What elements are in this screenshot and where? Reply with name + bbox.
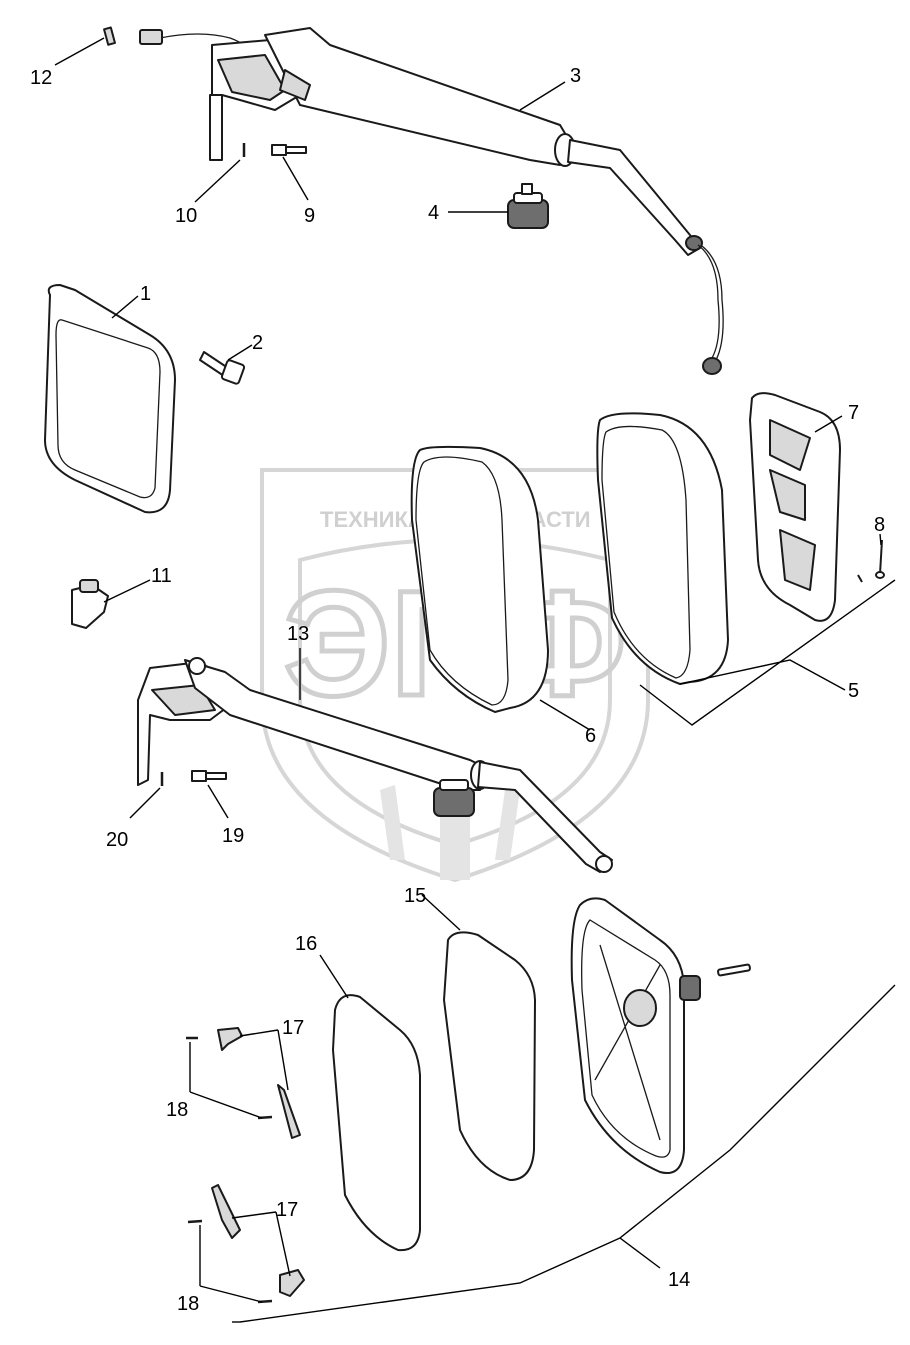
leader-lines: [54, 37, 896, 1323]
callout-8: 8: [874, 514, 885, 536]
part-17-clip-bottom-b: [279, 1269, 305, 1297]
part-13-lower-arm: [137, 657, 613, 873]
part-5-housing: [596, 412, 729, 685]
part-6-mirror-assembly: [410, 445, 549, 713]
callout-18-bottom: 18: [177, 1293, 199, 1315]
callout-19: 19: [222, 825, 244, 847]
part-9-bolt: [271, 144, 307, 156]
callout-15: 15: [404, 885, 426, 907]
callout-18-top: 18: [166, 1099, 188, 1121]
callout-17-bottom: 17: [276, 1199, 298, 1221]
part-1-frame: [44, 284, 176, 514]
callout-7: 7: [848, 402, 859, 424]
part-17-clip-top-a: [217, 1027, 243, 1051]
callout-2: 2: [252, 332, 263, 354]
part-16-glass: [332, 994, 421, 1252]
watermark-text-left: ТЕХНИКА: [320, 507, 424, 532]
part-2-bolt: [199, 351, 246, 385]
callout-5: 5: [848, 680, 859, 702]
callout-1: 1: [140, 283, 151, 305]
part-17-clip-bottom-a: [211, 1184, 241, 1239]
callout-3: 3: [570, 65, 581, 87]
part-18-pin-bottom-a: [187, 1219, 203, 1224]
part-19-bolt: [191, 770, 227, 782]
callout-11: 11: [151, 565, 172, 587]
callout-14: 14: [668, 1269, 690, 1291]
part-7-back-cover: [749, 392, 841, 622]
part-14-housing: [570, 897, 751, 1174]
callout-6: 6: [585, 725, 596, 747]
part-3-upper-arm: [139, 27, 724, 375]
part-4-knob: [507, 183, 549, 229]
callout-17-top: 17: [282, 1017, 304, 1039]
callout-4: 4: [428, 202, 439, 224]
part-15-glass: [443, 931, 536, 1181]
callout-16: 16: [295, 933, 317, 955]
part-12-pin: [103, 26, 116, 46]
part-11-clip: [71, 579, 109, 629]
callout-13: 13: [287, 623, 309, 645]
callout-20: 20: [106, 829, 128, 851]
callout-10: 10: [175, 205, 197, 227]
part-8-screw: [857, 539, 885, 583]
callout-12: 12: [30, 67, 52, 89]
part-17-clip-top-b: [277, 1084, 301, 1139]
callout-9: 9: [304, 205, 315, 227]
callout-labels: 12 3 4 10 9 1 2 7 8 11 13 5 6 20 19 15 1…: [30, 65, 885, 1315]
